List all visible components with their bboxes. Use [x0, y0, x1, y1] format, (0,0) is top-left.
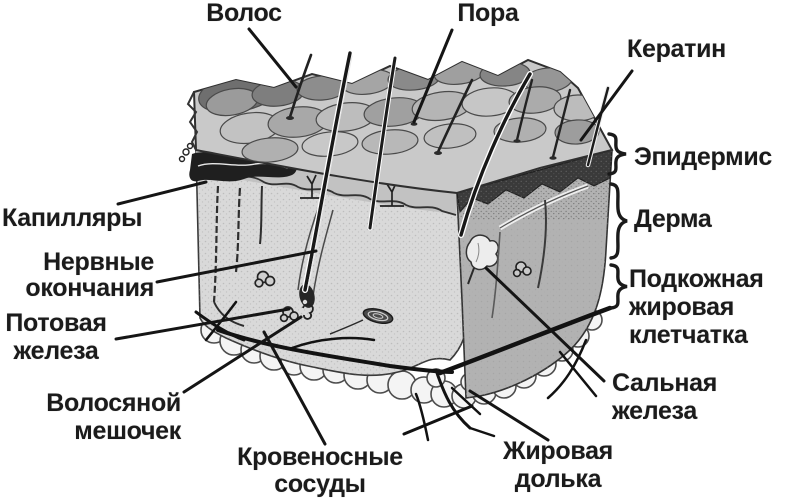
hairs [286, 50, 611, 293]
leader-capillaries [116, 180, 208, 206]
leader-fat-lobule [468, 389, 550, 442]
leader-blood-vessels [262, 330, 327, 446]
leader-sebaceous-gland [484, 266, 606, 383]
leader-sweat-gland [114, 307, 291, 341]
label-pore: Пора [457, 0, 519, 27]
leader-lines [114, 27, 634, 446]
label-epidermis: Эпидермис [634, 143, 773, 171]
label-hair: Волос [206, 0, 282, 27]
blood-vessels-structure [194, 300, 613, 442]
label-derma: Дерма [634, 205, 712, 233]
brace-subcutaneous [609, 263, 628, 310]
leader-keratin [579, 69, 634, 142]
leader-pore [412, 28, 454, 124]
label-sebaceous-gland: Сальная железа [612, 369, 718, 425]
label-capillaries: Капилляры [2, 204, 143, 232]
brace-derma [609, 182, 628, 260]
sebaceous-gland-structure [465, 234, 499, 285]
label-fat-lobule: Жировая долька [503, 437, 613, 493]
lamellar-corpuscle [329, 307, 394, 335]
label-blood-vessels: Кровеносные сосуды [237, 443, 403, 498]
leader-hair [247, 27, 298, 89]
leader-hair-follicle [182, 315, 303, 394]
label-keratin: Кератин [627, 35, 726, 63]
label-subcutaneous-fat: Подкожная жировая клетчатка [629, 265, 764, 349]
dermis-vessels [212, 185, 263, 327]
brace-epidermis [607, 132, 627, 176]
label-nerve-endings: Нервные окончания [25, 248, 154, 302]
side-sweat-coil [512, 261, 532, 278]
label-hair-follicle: Волосяной мешочек [46, 389, 181, 445]
leader-nerve-endings [155, 249, 318, 284]
layer-braces [607, 132, 628, 310]
label-sweat-gland: Потовая железа [5, 309, 107, 365]
